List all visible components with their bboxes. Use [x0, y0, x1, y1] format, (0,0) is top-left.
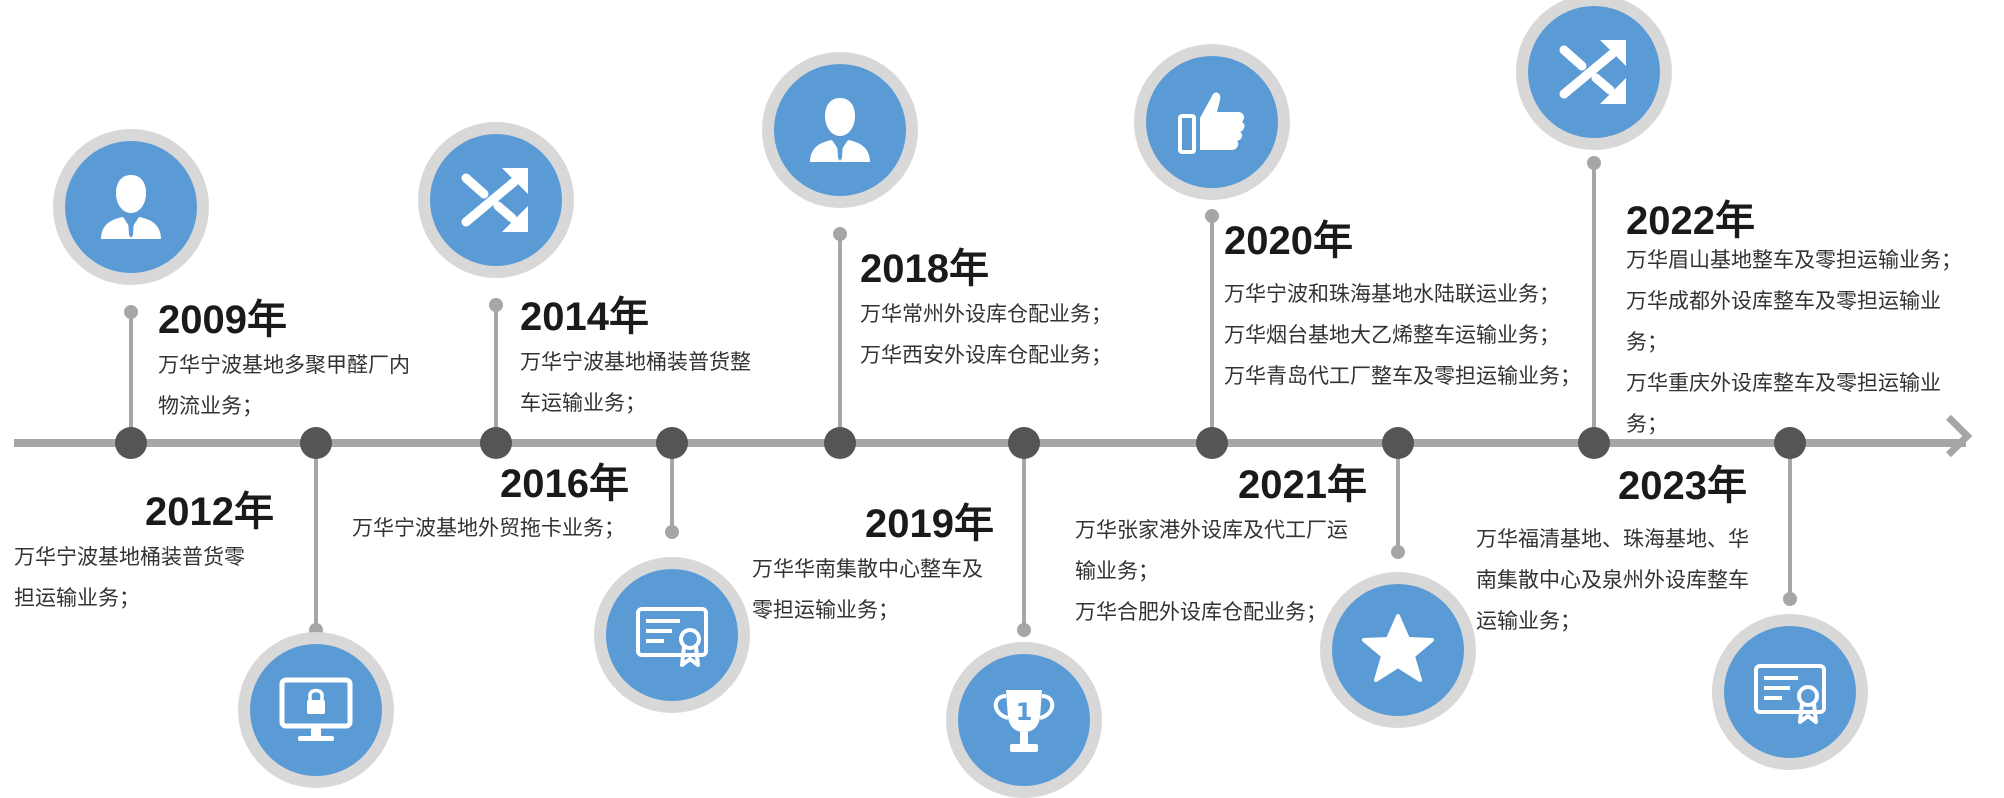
milestone-year: 2020年 [1224, 219, 1353, 263]
description-line: 万华西安外设库仓配业务； [860, 344, 1112, 367]
description-line: 务； [1626, 413, 1668, 436]
description-line: 物流业务； [158, 395, 263, 418]
milestone-description: 万华福清基地、珠海基地、华南集散中心及泉州外设库整车运输业务； [1476, 519, 1806, 642]
milestone-connector [314, 443, 318, 630]
milestone-badge [1320, 572, 1476, 728]
locked-monitor-icon [250, 644, 382, 776]
milestone-badge [594, 557, 750, 713]
description-line: 担运输业务； [14, 587, 140, 610]
certificate-icon [606, 569, 738, 701]
description-line: 零担运输业务； [752, 599, 899, 622]
svg-text:1: 1 [1016, 698, 1033, 726]
milestone-badge [1134, 44, 1290, 200]
milestone-year: 2022年 [1626, 199, 1755, 243]
milestone-year: 2016年 [500, 462, 629, 506]
description-line: 万华眉山基地整车及零担运输业务； [1626, 249, 1962, 272]
milestone-badge: 1 [946, 642, 1102, 798]
milestone-badge [762, 52, 918, 208]
description-line: 万华烟台基地大乙烯整车运输业务； [1224, 324, 1560, 347]
description-line: 万华宁波基地外贸拖卡业务； [352, 517, 625, 540]
timeline-node [656, 427, 688, 459]
star-icon [1332, 584, 1464, 716]
milestone-badge [238, 632, 394, 788]
connector-dot [1783, 592, 1797, 606]
milestone-badge [418, 122, 574, 278]
thumbs-up-icon [1146, 56, 1278, 188]
milestone-year: 2009年 [158, 298, 287, 342]
connector-dot [489, 298, 503, 312]
milestone-year: 2019年 [865, 502, 994, 546]
description-line: 务； [1626, 331, 1668, 354]
businessman-icon [774, 64, 906, 196]
milestone-connector [1210, 216, 1214, 443]
shuffle-arrows-icon [430, 134, 562, 266]
description-line: 运输业务； [1476, 610, 1581, 633]
description-line: 南集散中心及泉州外设库整车 [1476, 569, 1749, 592]
connector-dot [665, 525, 679, 539]
milestone-connector [1592, 163, 1596, 443]
description-line: 万华宁波基地桶装普货零 [14, 546, 245, 569]
milestone-connector [1396, 443, 1400, 552]
description-line: 万华成都外设库整车及零担运输业 [1626, 290, 1941, 313]
description-line: 万华张家港外设库及代工厂运 [1075, 519, 1348, 542]
description-line: 万华宁波基地桶装普货整 [520, 351, 751, 374]
milestone-description: 万华华南集散中心整车及零担运输业务； [752, 549, 1052, 631]
connector-dot [1205, 209, 1219, 223]
milestone-badge [1712, 614, 1868, 770]
milestone-year: 2021年 [1238, 463, 1367, 507]
milestone-year: 2023年 [1618, 464, 1747, 508]
timeline-node [115, 427, 147, 459]
milestone-year: 2018年 [860, 247, 989, 291]
milestone-connector [670, 443, 674, 532]
description-line: 万华华南集散中心整车及 [752, 558, 983, 581]
milestone-connector [129, 312, 133, 443]
description-line: 万华宁波和珠海基地水陆联运业务； [1224, 283, 1560, 306]
connector-dot [124, 305, 138, 319]
milestone-connector [1022, 443, 1026, 630]
description-line: 输业务； [1075, 560, 1159, 583]
shuffle-arrows-icon [1528, 6, 1660, 138]
milestone-description: 万华张家港外设库及代工厂运输业务； 万华合肥外设库仓配业务； [1075, 510, 1405, 633]
connector-dot [1587, 156, 1601, 170]
timeline-node [1774, 427, 1806, 459]
milestone-description: 万华宁波和珠海基地水陆联运业务； 万华烟台基地大乙烯整车运输业务； 万华青岛代工厂整… [1224, 274, 1624, 397]
connector-dot [1017, 623, 1031, 637]
description-line: 万华合肥外设库仓配业务； [1075, 601, 1327, 624]
description-line: 万华重庆外设库整车及零担运输业 [1626, 372, 1941, 395]
description-line: 万华宁波基地多聚甲醛厂内 [158, 354, 410, 377]
milestone-badge [53, 129, 209, 285]
timeline-node [1196, 427, 1228, 459]
description-line: 万华常州外设库仓配业务； [860, 303, 1112, 326]
description-line: 万华青岛代工厂整车及零担运输业务； [1224, 365, 1581, 388]
certificate-icon [1724, 626, 1856, 758]
description-line: 车运输业务； [520, 392, 646, 415]
timeline-node [1008, 427, 1040, 459]
milestone-connector [494, 305, 498, 443]
milestone-description: 万华眉山基地整车及零担运输业务； 万华成都外设库整车及零担运输业务； 万华重庆外设库… [1626, 240, 1996, 445]
timeline-node [824, 427, 856, 459]
description-line: 万华福清基地、珠海基地、华 [1476, 528, 1749, 551]
milestone-connector [838, 234, 842, 443]
timeline-node [1578, 427, 1610, 459]
milestone-description: 万华宁波基地多聚甲醛厂内物流业务； [158, 345, 458, 427]
connector-dot [833, 227, 847, 241]
milestone-connector [1788, 443, 1792, 599]
milestone-description: 万华宁波基地外贸拖卡业务； [352, 508, 682, 549]
timeline-node [300, 427, 332, 459]
timeline-axis [14, 439, 1966, 447]
milestone-year: 2012年 [145, 490, 274, 534]
milestone-description: 万华宁波基地桶装普货零担运输业务； [14, 537, 314, 619]
milestone-year: 2014年 [520, 295, 649, 339]
milestone-badge [1516, 0, 1672, 150]
timeline-node [1382, 427, 1414, 459]
connector-dot [1391, 545, 1405, 559]
milestone-description: 万华常州外设库仓配业务； 万华西安外设库仓配业务； [860, 294, 1160, 376]
trophy-icon: 1 [958, 654, 1090, 786]
timeline-node [480, 427, 512, 459]
businessman-icon [65, 141, 197, 273]
milestone-description: 万华宁波基地桶装普货整车运输业务； [520, 342, 820, 424]
